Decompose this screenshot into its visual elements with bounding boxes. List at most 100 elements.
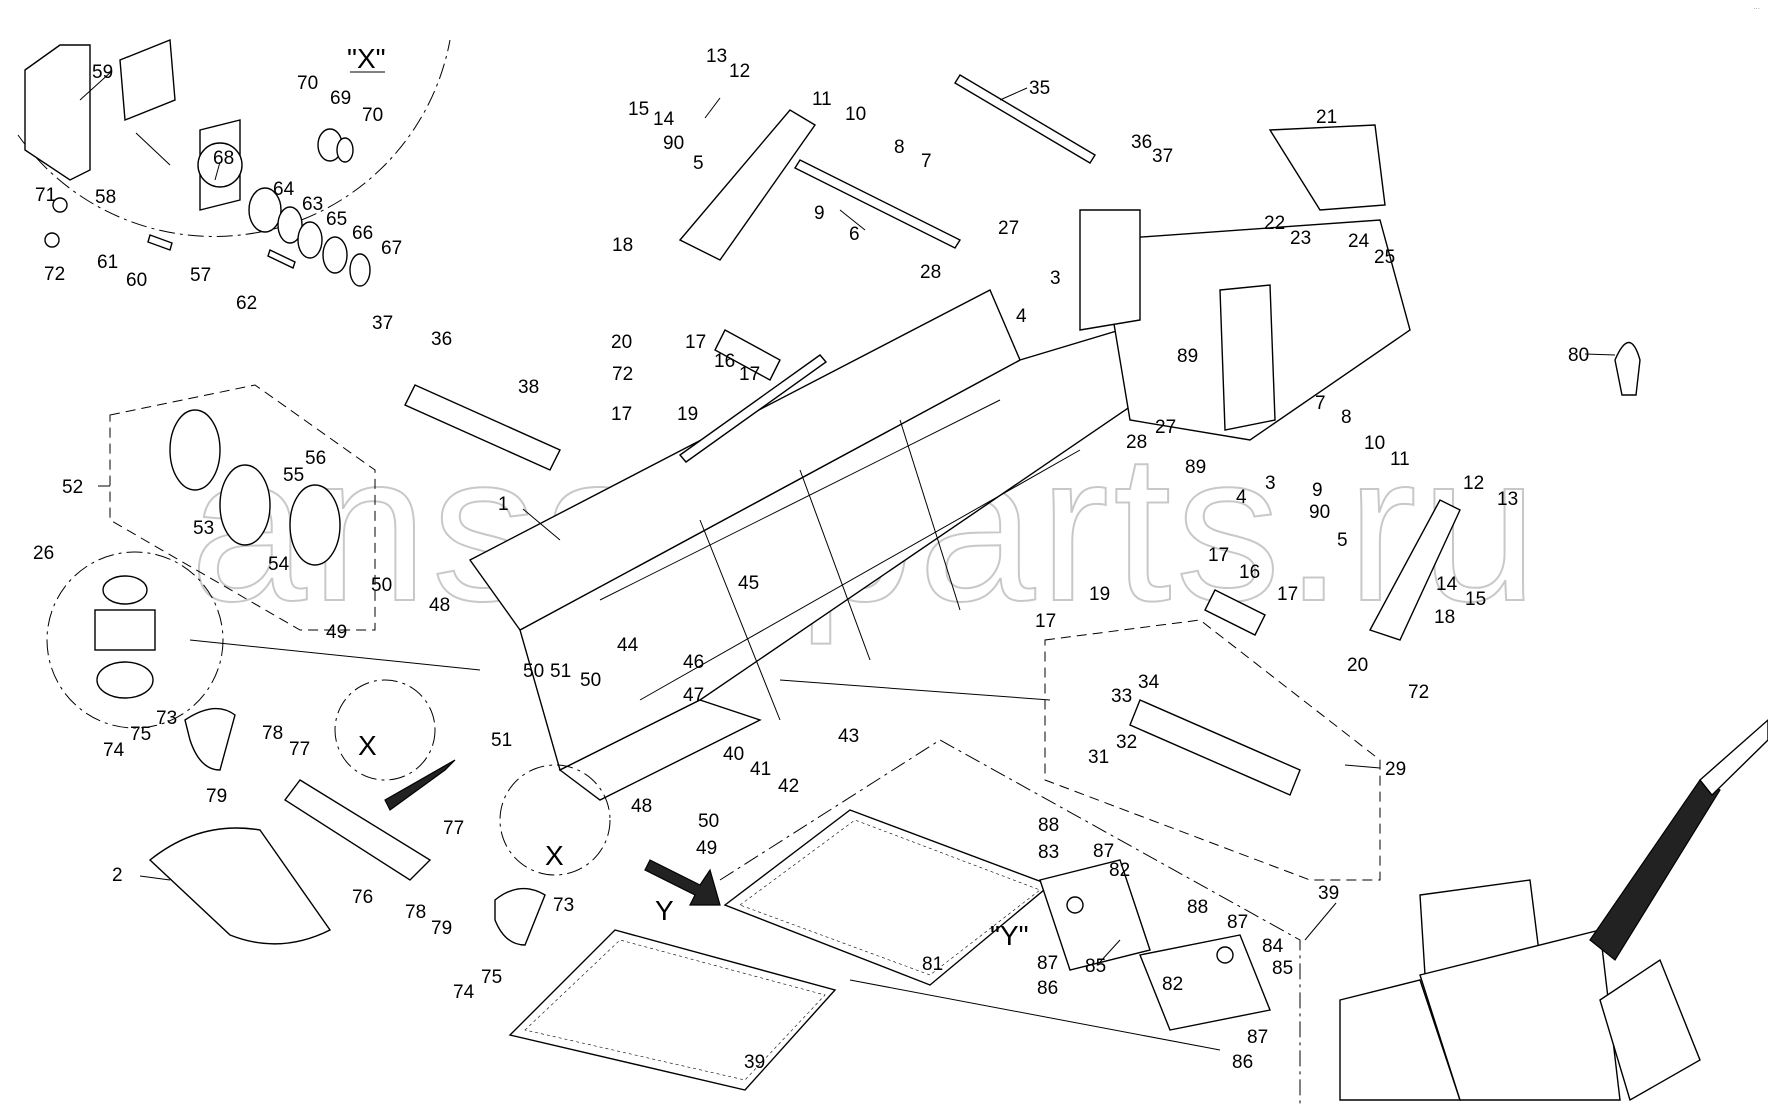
gearbox-housing (24, 44, 91, 181)
callout-28: 28 (1126, 432, 1147, 453)
callout-10: 10 (1364, 433, 1385, 454)
callout-9: 9 (1312, 480, 1323, 501)
callout-50: 50 (523, 661, 544, 682)
callout-86: 86 (1037, 978, 1058, 999)
callout-87: 87 (1247, 1027, 1268, 1048)
callout-51: 51 (550, 661, 571, 682)
callout-3: 3 (1265, 473, 1276, 494)
callout-74: 74 (453, 982, 475, 1003)
arm-5-upper (678, 109, 817, 261)
x-marker-circle-right (499, 764, 611, 876)
x-marker-left: X (358, 730, 377, 761)
callout-24: 24 (1348, 231, 1370, 252)
callout-52: 52 (62, 477, 83, 498)
callout-51: 51 (491, 730, 512, 751)
callout-69: 69 (330, 88, 351, 109)
callout-72: 72 (612, 364, 633, 385)
callout-7: 7 (1315, 393, 1326, 414)
callout-11: 11 (812, 89, 832, 110)
callout-21: 21 (1316, 107, 1337, 128)
callout-68: 68 (213, 148, 234, 169)
callout-28: 28 (920, 262, 941, 283)
cross-shaft (954, 74, 1096, 164)
detail-x-view: "X" (17, 38, 451, 287)
callout-36: 36 (431, 329, 452, 350)
callout-84: 84 (1262, 936, 1284, 957)
vibration-mount (94, 575, 156, 699)
callout-88: 88 (1038, 815, 1059, 836)
callout-89: 89 (1185, 457, 1206, 478)
view-x-arrow (384, 759, 456, 811)
callout-3: 3 (1050, 268, 1061, 289)
callout-46: 46 (683, 652, 704, 673)
callout-14: 14 (1436, 574, 1458, 595)
callout-15: 15 (1465, 589, 1486, 610)
detail-y-title: "Y" (990, 920, 1029, 951)
corner-mark: ... (1753, 2, 1760, 11)
view-y-arrow (644, 859, 721, 906)
callout-74: 74 (103, 740, 125, 761)
callout-90: 90 (1309, 502, 1330, 523)
callout-6: 6 (849, 224, 860, 245)
callout-10: 10 (845, 104, 866, 125)
callout-38: 38 (518, 377, 539, 398)
callout-77: 77 (443, 818, 464, 839)
callout-13: 13 (706, 46, 727, 67)
callout-14: 14 (653, 109, 675, 130)
bushing-16-upper (714, 329, 781, 381)
bushing-16-lower (1204, 589, 1266, 636)
callout-5: 5 (693, 153, 704, 174)
callout-7: 7 (921, 151, 932, 172)
grate-boundary (719, 739, 1301, 1105)
callout-33: 33 (1111, 686, 1132, 707)
callout-79: 79 (206, 786, 227, 807)
callout-48: 48 (631, 796, 652, 817)
callout-17: 17 (685, 332, 706, 353)
roller-29 (1129, 699, 1301, 796)
link-38 (404, 384, 561, 471)
callout-17: 17 (611, 404, 632, 425)
callout-16: 16 (1239, 562, 1260, 583)
callout-18: 18 (1434, 607, 1455, 628)
callout-87: 87 (1093, 841, 1114, 862)
callout-37: 37 (372, 313, 393, 334)
callout-49: 49 (696, 838, 717, 859)
callout-54: 54 (268, 554, 290, 575)
x-marker-circle-left (334, 679, 436, 781)
callout-4: 4 (1016, 306, 1027, 327)
callout-87: 87 (1227, 912, 1248, 933)
rubber-mat (148, 827, 332, 945)
detail-x-boundary (17, 39, 451, 237)
detail-x-title: "X" (347, 43, 386, 74)
callout-13: 13 (1497, 489, 1518, 510)
callout-60: 60 (126, 270, 147, 291)
callout-77: 77 (289, 739, 310, 760)
callout-17: 17 (739, 364, 760, 385)
grate-81 (723, 809, 1052, 986)
x-marker-right: X (545, 840, 564, 871)
callout-27: 27 (998, 218, 1019, 239)
callout-67: 67 (381, 238, 402, 259)
callout-8: 8 (1341, 407, 1352, 428)
guard-73-lower (494, 887, 546, 946)
callout-36: 36 (1131, 132, 1152, 153)
callout-20: 20 (1347, 655, 1368, 676)
callout-15: 15 (628, 99, 649, 120)
roller-76 (283, 779, 432, 881)
callout-19: 19 (1089, 584, 1110, 605)
callout-17: 17 (1208, 545, 1229, 566)
callout-39: 39 (1318, 883, 1339, 904)
callout-72: 72 (44, 264, 65, 285)
callout-29: 29 (1385, 759, 1406, 780)
callout-66: 66 (352, 223, 373, 244)
callout-65: 65 (326, 209, 347, 230)
callout-11: 11 (1390, 449, 1410, 470)
arm-5-lower (1368, 499, 1461, 641)
side-cover (1268, 124, 1386, 211)
callout-35: 35 (1029, 78, 1050, 99)
callout-43: 43 (838, 726, 859, 747)
callout-48: 48 (429, 595, 450, 616)
callout-89: 89 (1177, 346, 1198, 367)
callout-4: 4 (1236, 487, 1247, 508)
callout-5: 5 (1337, 530, 1348, 551)
